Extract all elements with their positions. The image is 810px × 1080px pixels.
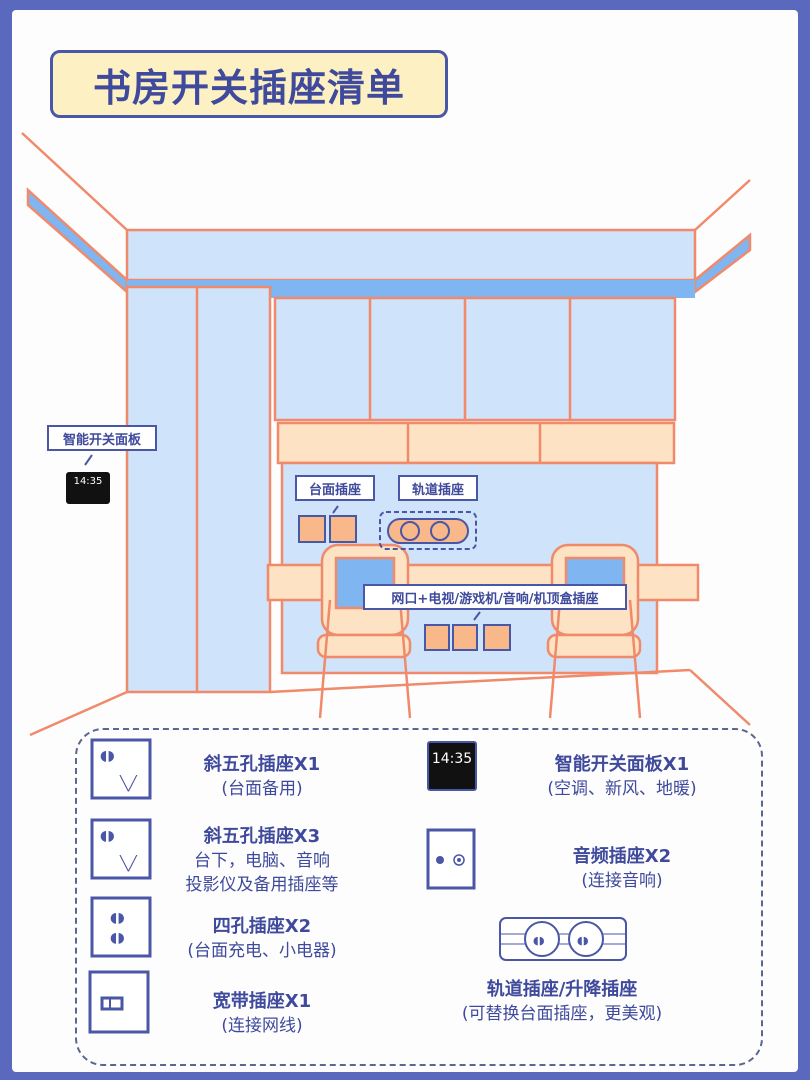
page-title: 书房开关插座清单	[50, 50, 448, 118]
item-desc: (台面充电、小电器)	[187, 941, 337, 961]
label-smart-panel: 智能开关面板	[47, 425, 157, 451]
item-title: 四孔插座X2	[212, 916, 312, 937]
tall-cabinet	[125, 285, 272, 694]
ceiling-line-left	[21, 132, 128, 231]
study-room-illustration	[21, 132, 752, 737]
chair-left	[316, 543, 412, 719]
audio-socket-icon	[426, 828, 476, 890]
svg-text:◖◗: ◖◗	[100, 748, 115, 764]
network-socket-icon	[88, 970, 150, 1034]
socket-list	[75, 728, 763, 1066]
desk-socket-1	[298, 515, 326, 543]
item-five-hole-x1: 斜五孔插座X1 (台面备用)	[162, 753, 362, 801]
item-network: 宽带插座X1 (连接网线)	[162, 990, 362, 1038]
svg-text:◖◗: ◖◗	[533, 934, 545, 947]
track-socket-outline	[379, 511, 477, 550]
five-hole-socket-icon: ◖◗╲╱	[90, 738, 152, 800]
panel-time: 14:35	[73, 476, 103, 487]
drawer-row	[276, 421, 676, 465]
four-hole-socket-icon: ◖◗ ◖◗	[90, 896, 152, 958]
item-track-socket: 轨道插座/升降插座 (可替换台面插座，更美观)	[432, 978, 692, 1026]
item-smart-panel: 智能开关面板X1 (空调、新风、地暖)	[512, 753, 732, 801]
item-title: 斜五孔插座X3	[203, 826, 321, 847]
label-track-socket: 轨道插座	[398, 475, 478, 501]
media-socket-2	[452, 624, 478, 651]
item-title: 轨道插座/升降插座	[486, 979, 638, 1000]
track-socket-icon: ◖◗ ◖◗	[499, 917, 627, 961]
item-five-hole-x3: 斜五孔插座X3 台下，电脑、音响投影仪及备用插座等	[152, 825, 372, 897]
label-desk-socket: 台面插座	[295, 475, 375, 501]
svg-text:╲╱: ╲╱	[119, 855, 138, 872]
ceiling-line-right	[694, 179, 751, 231]
infographic-page: 书房开关插座清单 智能开关面板 14:35 台面插座 轨道插	[12, 10, 798, 1072]
ceiling-band	[125, 228, 697, 282]
item-title: 斜五孔插座X1	[203, 754, 321, 775]
chair-right	[546, 543, 642, 719]
item-four-hole: 四孔插座X2 (台面充电、小电器)	[162, 915, 362, 963]
right-wall-strip	[693, 232, 752, 295]
item-desc: (连接音响)	[581, 871, 663, 891]
item-desc: 投影仪及备用插座等	[185, 875, 339, 895]
panel-time: 14:35	[431, 751, 473, 767]
svg-text:◖◗: ◖◗	[110, 930, 125, 946]
left-wall-strip	[26, 187, 129, 295]
item-audio: 音频插座X2 (连接音响)	[522, 845, 722, 893]
media-socket-3	[483, 624, 511, 651]
item-title: 智能开关面板X1	[554, 754, 690, 775]
floor-line-right	[689, 669, 751, 726]
item-desc: (可替换台面插座，更美观)	[461, 1004, 663, 1024]
desk-socket-2	[329, 515, 357, 543]
item-title: 宽带插座X1	[212, 991, 312, 1012]
item-title: 音频插座X2	[572, 846, 672, 867]
svg-text:╲╱: ╲╱	[119, 775, 138, 792]
item-desc: (台面备用)	[221, 779, 303, 799]
item-desc: (连接网线)	[221, 1016, 303, 1036]
floor-line-left	[29, 690, 128, 737]
item-desc: 台下，电脑、音响	[194, 851, 330, 871]
item-desc: (空调、新风、地暖)	[547, 779, 697, 799]
upper-cabinets	[273, 296, 677, 422]
media-socket-1	[424, 624, 450, 651]
smart-panel-mini: 14:35	[66, 472, 110, 504]
smart-panel-icon: 14:35	[427, 741, 477, 791]
five-hole-socket-icon: ◖◗╲╱	[90, 818, 152, 880]
svg-text:◖◗: ◖◗	[577, 934, 589, 947]
svg-text:◖◗: ◖◗	[110, 910, 125, 926]
label-media-socket: 网口+电视/游戏机/音响/机顶盒插座	[363, 584, 627, 610]
svg-text:◖◗: ◖◗	[100, 828, 115, 844]
